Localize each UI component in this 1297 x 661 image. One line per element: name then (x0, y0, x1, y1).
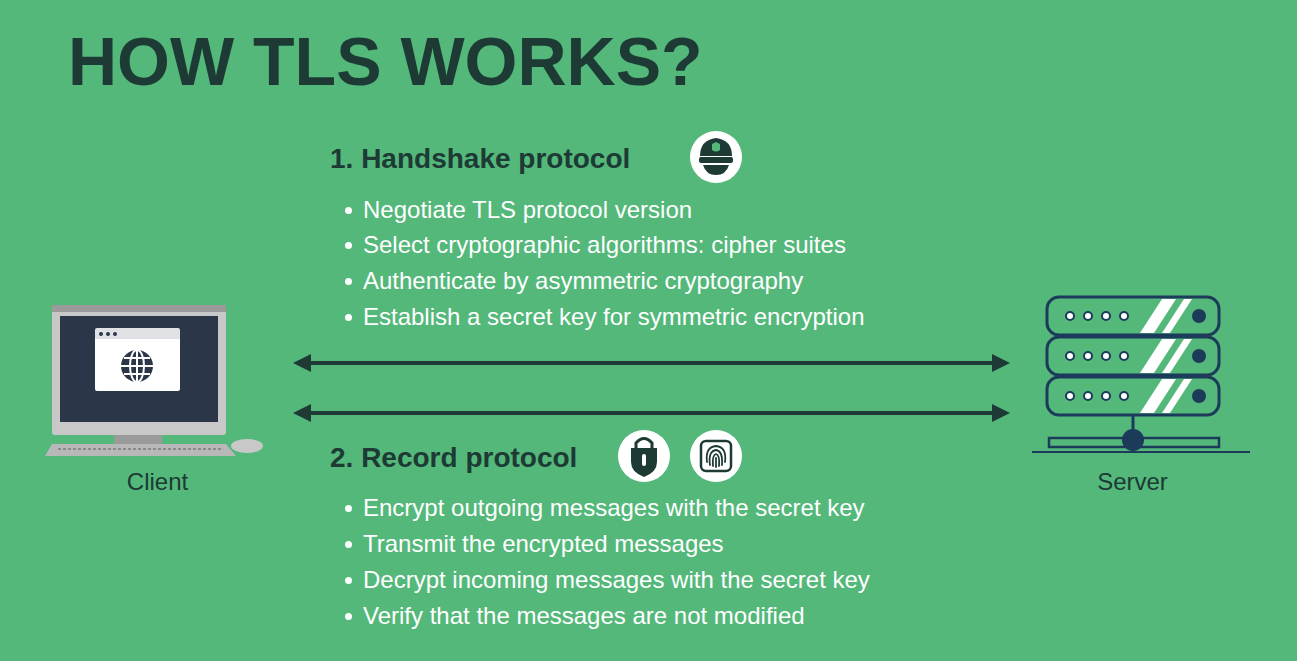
connector-arrow (293, 404, 1010, 422)
bullet-item: Decrypt incoming messages with the secre… (363, 565, 870, 595)
fingerprint-icon (690, 430, 742, 482)
shield-lock-icon (618, 430, 670, 482)
connector-line (303, 361, 1000, 365)
bullet-item: Encrypt outgoing messages with the secre… (363, 493, 865, 523)
server-illustration (1032, 297, 1250, 452)
title: HOW TLS WORKS? (68, 27, 703, 95)
bullet-item: Verify that the messages are not modifie… (363, 601, 805, 631)
bullet-item: Negotiate TLS protocol version (363, 195, 692, 225)
cap-icon (690, 131, 742, 183)
node-label: Client (127, 468, 188, 496)
section-heading: 1. Handshake protocol (330, 142, 630, 176)
bullet-item: Establish a secret key for symmetric enc… (363, 302, 865, 332)
client-node: Client (40, 296, 275, 496)
bullet-item: Authenticate by asymmetric cryptography (363, 266, 803, 296)
bullet-item: Transmit the encrypted messages (363, 529, 724, 559)
computer-illustration (45, 305, 263, 456)
arrowhead (992, 404, 1010, 422)
section-heading: 2. Record protocol (330, 441, 577, 475)
arrowhead (293, 354, 311, 372)
connector-line (303, 411, 1000, 415)
connector-arrow (293, 354, 1010, 372)
server-node: Server (1025, 296, 1240, 496)
arrowhead (992, 354, 1010, 372)
bullet-item: Select cryptographic algorithms: cipher … (363, 230, 846, 260)
node-label: Server (1097, 468, 1168, 496)
arrowhead (293, 404, 311, 422)
